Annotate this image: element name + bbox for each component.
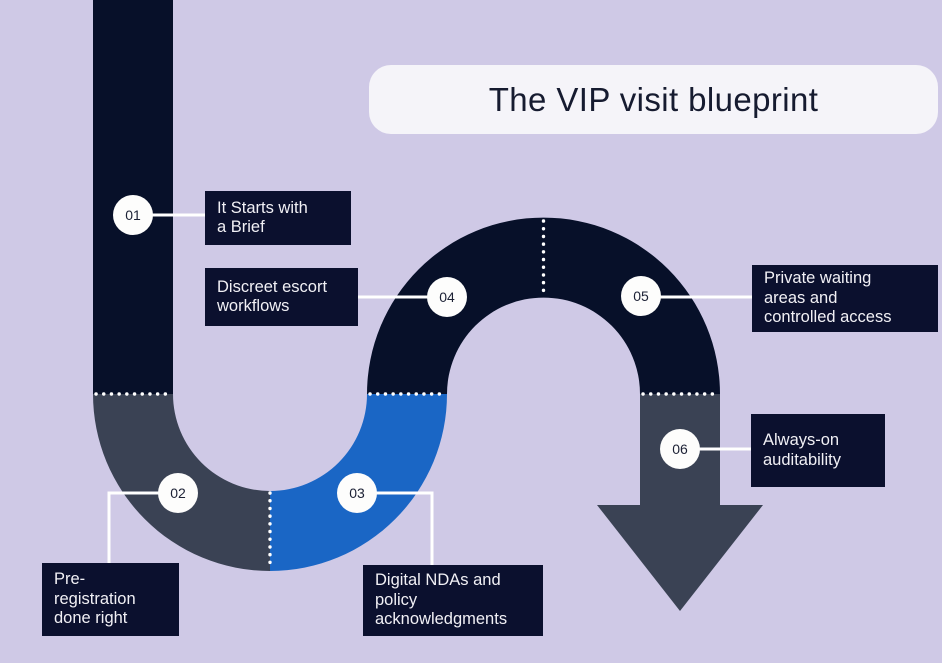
- step-02-marker: 02: [158, 473, 198, 513]
- arrow-head: [597, 505, 763, 611]
- step-label-4: Discreet escort workflows: [205, 268, 358, 326]
- page-title: The VIP visit blueprint: [369, 65, 938, 134]
- step-label-5: Private waiting areas and controlled acc…: [752, 265, 938, 332]
- step-label-1: It Starts with a Brief: [205, 191, 351, 245]
- step-label-6: Always-on auditability: [751, 414, 885, 487]
- step-01-marker: 01: [113, 195, 153, 235]
- step-label-2: Pre- registration done right: [42, 563, 179, 636]
- connector-step2: [107, 491, 162, 564]
- connector-step3: [374, 491, 434, 566]
- step-label-3: Digital NDAs and policy acknowledgments: [363, 565, 543, 636]
- step-05-marker: 05: [621, 276, 661, 316]
- step-03-marker: 03: [337, 473, 377, 513]
- step-04-marker: 04: [427, 277, 467, 317]
- path-segment-step4-5: [367, 217, 720, 394]
- step-06-marker: 06: [660, 429, 700, 469]
